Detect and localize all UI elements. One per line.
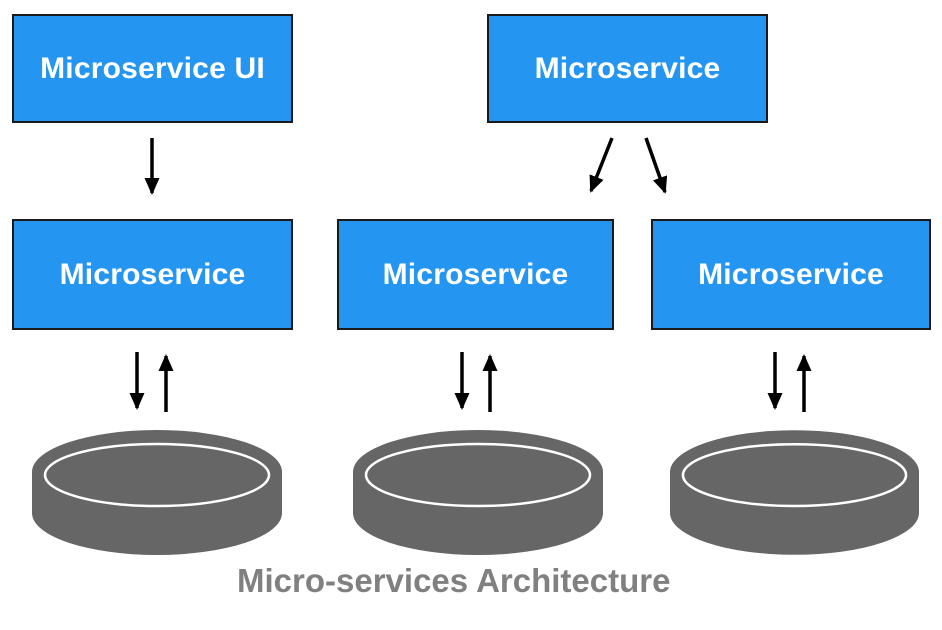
arrow-top-to-center-service: [589, 137, 614, 193]
node-microservice-center-label: Microservice: [382, 257, 569, 291]
node-microservice-right-label: Microservice: [698, 257, 884, 291]
database-cylinder-icon: [353, 430, 603, 555]
arrow-top-to-right-service: [644, 137, 668, 194]
database-cylinder-icon: [670, 430, 919, 555]
node-microservice-ui: Microservice UI: [12, 14, 293, 123]
node-microservice-top-label: Microservice: [534, 51, 721, 85]
node-microservice-left: Microservice: [12, 219, 293, 330]
node-microservice-right: Microservice: [651, 219, 931, 330]
node-microservice-center: Microservice: [337, 219, 614, 330]
node-microservice-top: Microservice: [487, 14, 768, 123]
database-cylinder-icon: [32, 430, 282, 555]
node-microservice-left-label: Microservice: [59, 257, 246, 291]
diagram-caption: Micro-services Architecture: [237, 562, 671, 599]
node-microservice-ui-label: Microservice UI: [40, 51, 265, 85]
